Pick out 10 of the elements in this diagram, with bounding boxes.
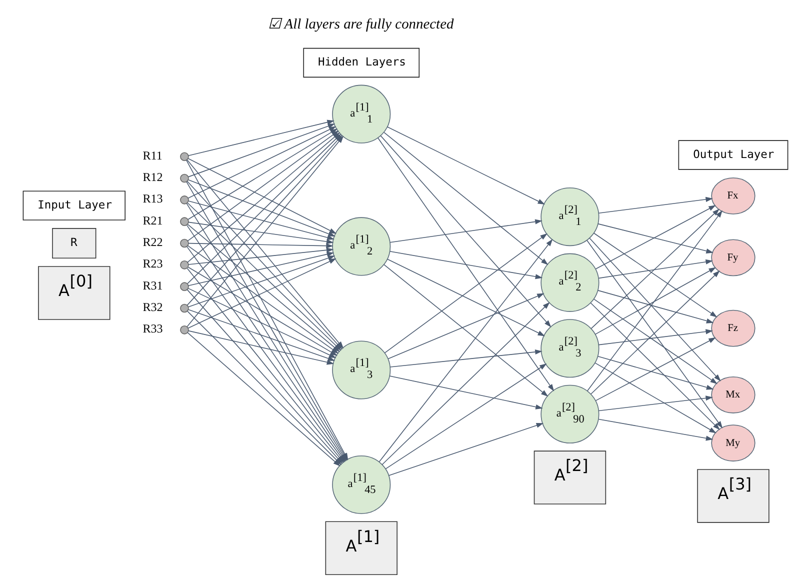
- node-label: R31: [142, 278, 162, 292]
- node-label: R21: [142, 213, 162, 228]
- label: ☑ All layers are fully connected: [267, 16, 454, 33]
- node-label: R13: [142, 192, 162, 206]
- node-label: R33: [142, 322, 162, 336]
- node-label: R22: [142, 235, 162, 250]
- node-label: R11: [142, 148, 162, 162]
- node-label: R32: [142, 300, 162, 314]
- node-label: R23: [142, 256, 162, 271]
- node-label: R12: [142, 170, 162, 184]
